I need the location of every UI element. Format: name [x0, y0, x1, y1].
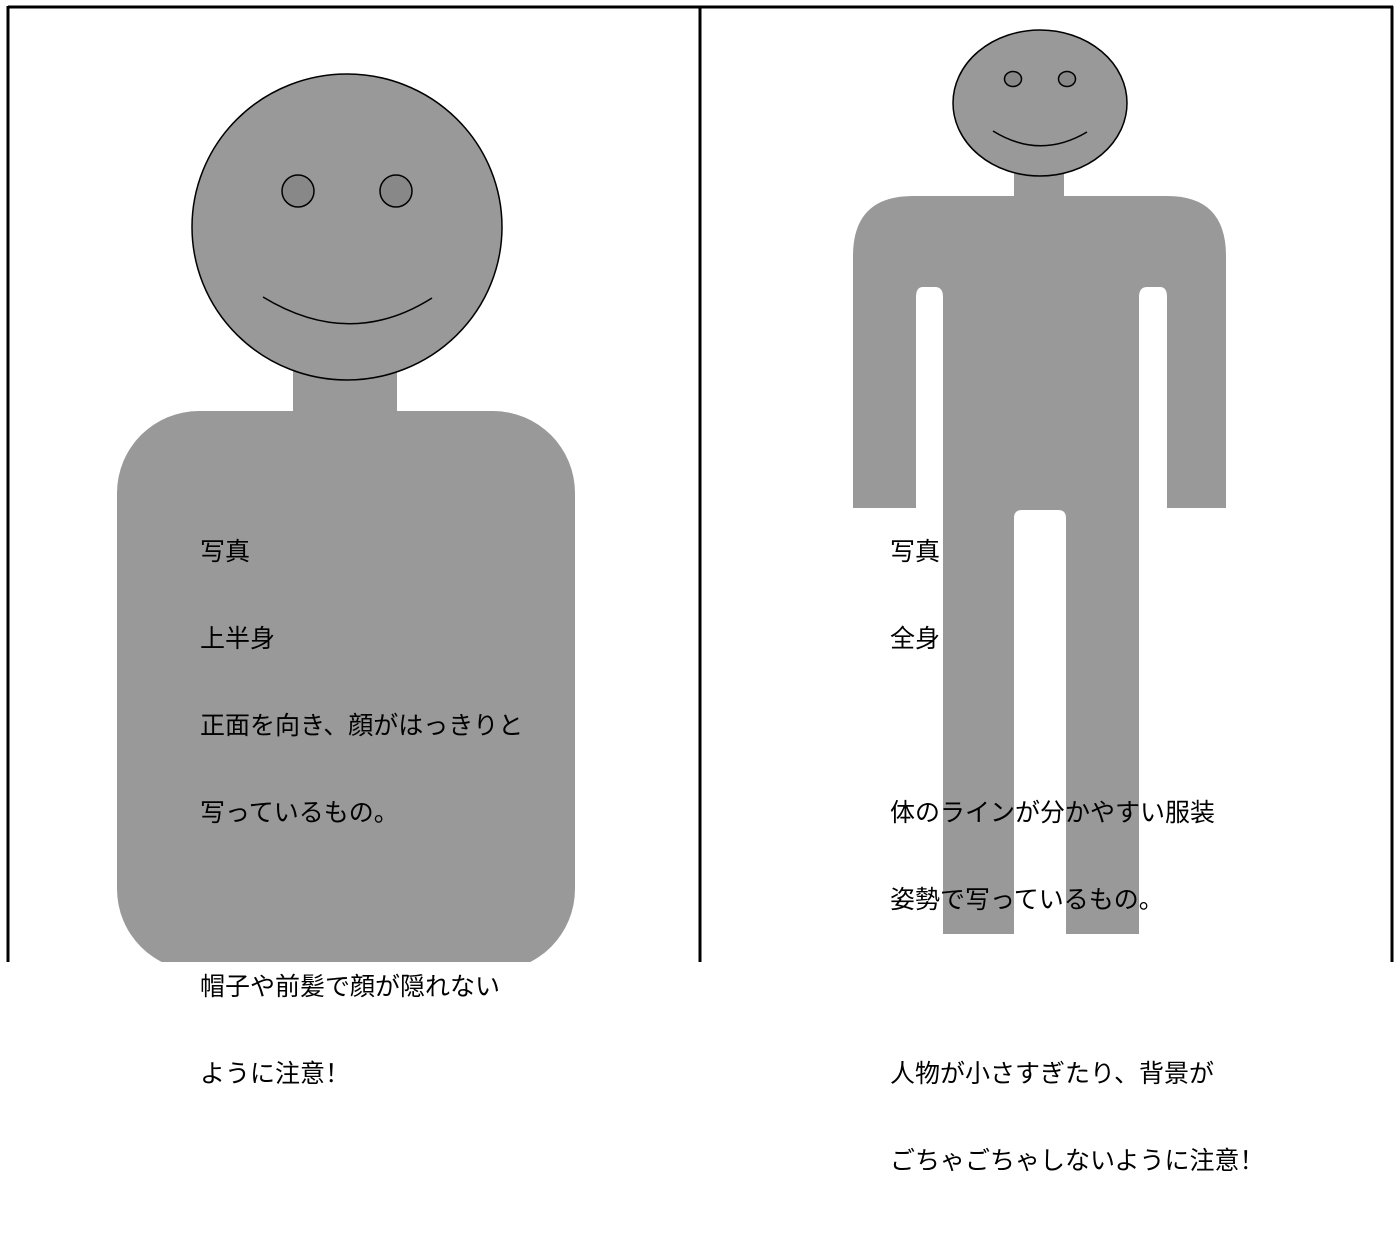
full-body-right-eye [1057, 70, 1077, 88]
full-body-caption-line: 姿勢で写っているもの。 [890, 885, 1164, 914]
upper-body-right-eye [379, 174, 413, 208]
full-body-caption-line: 体のラインが分かやすい服装 [890, 798, 1216, 827]
photo-guide-diagram: 写真 上半身 正面を向き、顔がはっきりと 写っているもの。 帽子や前髪で顔が隠れ… [6, 5, 1394, 1175]
full-body-caption-line: ごちゃごちゃしないように注意！ [890, 1146, 1265, 1175]
upper-body-caption: 写真 上半身 正面を向き、顔がはっきりと 写っているもの。 帽子や前髪で顔が隠れ… [200, 479, 523, 1146]
full-body-caption-line [890, 711, 1265, 740]
upper-body-caption-line: 正面を向き、顔がはっきりと [200, 711, 524, 740]
full-body-caption: 写真 全身 体のラインが分かやすい服装 姿勢で写っているもの。 人物が小さすぎた… [890, 479, 1265, 1233]
full-body-torso-arms [853, 196, 1226, 934]
full-body-caption-line: 人物が小さすぎたり、背景が [890, 1059, 1215, 1088]
full-body-caption-line: 全身 [890, 624, 941, 653]
upper-body-caption-line: 写真 [200, 537, 251, 566]
upper-body-caption-line: 帽子や前髪で顔が隠れない [200, 972, 501, 1001]
upper-body-figure [117, 73, 575, 962]
upper-body-caption-line [200, 885, 523, 914]
full-body-figure [853, 29, 1226, 934]
upper-body-left-eye [281, 174, 315, 208]
upper-body-head [191, 73, 503, 381]
full-body-head [952, 29, 1128, 177]
upper-body-smile [262, 296, 433, 325]
upper-body-torso [117, 411, 575, 962]
upper-body-caption-line: 写っているもの。 [200, 798, 399, 827]
full-body-caption-line: 写真 [890, 537, 941, 566]
upper-body-caption-line: 上半身 [200, 624, 276, 653]
full-body-caption-line [890, 972, 1265, 1001]
full-body-left-eye [1003, 70, 1023, 88]
upper-body-caption-line: ように注意！ [200, 1059, 351, 1088]
full-body-smile [992, 130, 1088, 147]
diagram-canvas [6, 5, 1394, 962]
